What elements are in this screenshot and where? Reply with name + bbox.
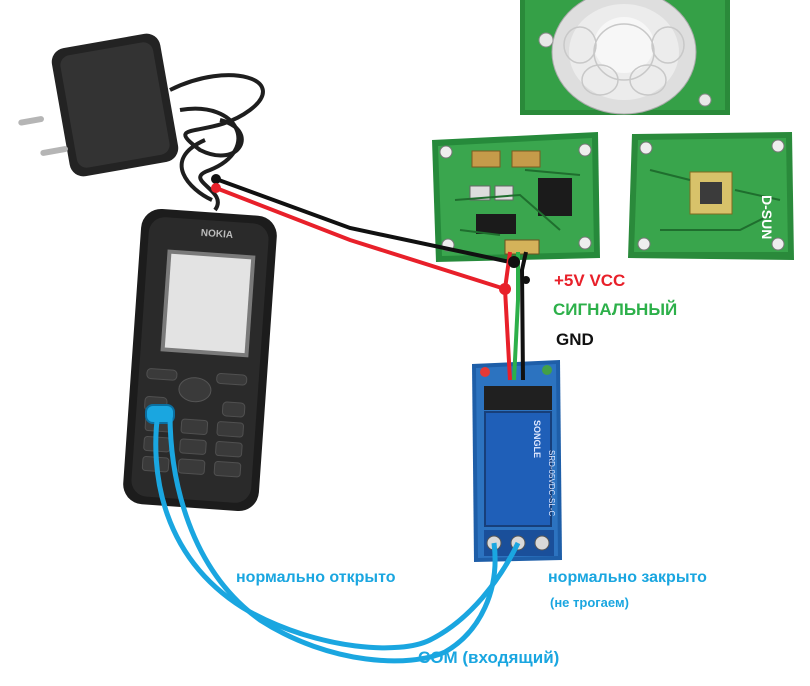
vcc-label: +5V VCC: [554, 271, 626, 290]
phone-brand: NOKIA: [200, 228, 233, 241]
mobile-phone: NOKIA: [123, 208, 277, 512]
com-label: COM (входящий): [418, 648, 560, 667]
sensor-signal-wire: [512, 252, 520, 381]
signal-label: СИГНАЛЬНЫЙ: [553, 300, 678, 319]
charger-vcc-node: [211, 183, 221, 193]
pir-back-label: D-SUN: [759, 195, 775, 239]
phone-charger: [18, 33, 265, 212]
gnd-node: [522, 276, 530, 284]
charger-black-wire: [215, 177, 511, 264]
blue-wire-normally-open: [153, 411, 521, 651]
relay-module: SONGLE SRD-05VDC-SL-C: [472, 360, 562, 562]
charger-gnd-node: [211, 174, 221, 184]
relay-brand: SONGLE: [532, 420, 542, 458]
sensor-gnd-wire: [519, 251, 528, 381]
normally-open-label: нормально открыто: [236, 569, 396, 586]
charger-red-wire: [215, 186, 506, 291]
relay-model: SRD-05VDC-SL-C: [547, 450, 556, 516]
pir-sensor-board-front: [432, 132, 600, 262]
pir-sensor-lens-module: [520, 0, 730, 115]
gnd-junction: [508, 256, 520, 268]
pir-sensor-board-back: D-SUN: [628, 132, 794, 260]
gnd-label: GND: [556, 330, 594, 349]
blue-wire-com: [167, 413, 498, 664]
vcc-junction: [499, 283, 511, 295]
sensor-vcc-wire: [502, 251, 512, 381]
normally-closed-label: нормально закрыто: [548, 569, 707, 586]
normally-closed-note: (не трогаем): [550, 595, 629, 610]
